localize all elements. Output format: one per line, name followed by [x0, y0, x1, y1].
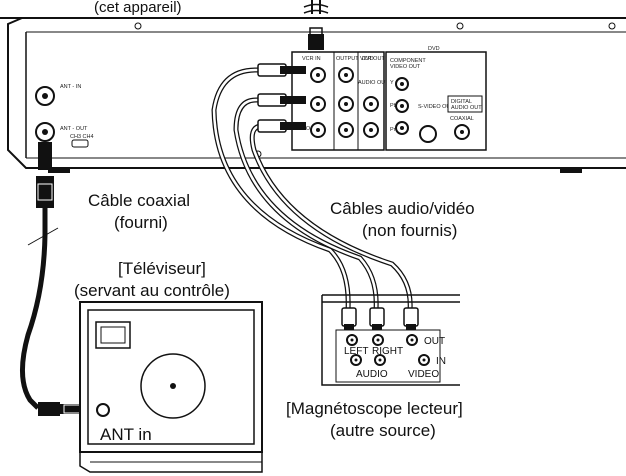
comp-pr-label: Pr	[390, 127, 396, 133]
comp-pb-label: Pb	[390, 103, 397, 109]
power-cord	[303, 0, 329, 50]
vcr-label: [Magnétoscope lecteur]	[286, 399, 463, 418]
vcr-right-label: RIGHT	[372, 346, 403, 357]
ant-in-jack: ANT - IN	[35, 84, 81, 106]
digital-sub-label: AUDIO OUT	[451, 105, 482, 111]
top-caption: (cet appareil)	[94, 0, 182, 16]
tv-ant-jack	[96, 403, 110, 417]
rear-panel: VCR IN OUTPUT VCR OUT DVD AUDIO OUT L R …	[291, 46, 487, 151]
av-cables-label: Câbles audio/vidéo	[330, 199, 475, 218]
tv-sublabel: (servant au contrôle)	[74, 281, 230, 300]
vcr-left-label: LEFT	[344, 346, 368, 357]
vcr-out-label: OUTPUT VCR OUT	[336, 56, 385, 62]
vcr-out-label: OUT	[424, 336, 445, 347]
coax-cable-sublabel: (fourni)	[114, 213, 168, 232]
comp-y-label: Y	[390, 80, 394, 86]
vcr-audio-label: AUDIO	[356, 369, 388, 380]
ant-in-label: ANT in	[100, 425, 152, 444]
ch-switch-label: CH3 CH4	[70, 134, 94, 140]
digital-label: DIGITAL	[451, 99, 472, 105]
ant-out-panel-label: ANT - OUT	[60, 126, 88, 132]
vcr-in-label: IN	[436, 356, 446, 367]
coax-cable-label: Câble coaxial	[88, 191, 190, 210]
av-cables-sublabel: (non fournis)	[362, 221, 457, 240]
svideo-jack	[419, 125, 437, 143]
vcr-video-label: VIDEO	[408, 369, 439, 380]
ant-out-jack: ANT - OUT CH3 CH4	[35, 122, 94, 148]
component-label: COMPONENT	[390, 58, 426, 64]
audio-out-label: AUDIO OUT	[358, 80, 389, 86]
coax-cable	[19, 142, 88, 416]
dvd-label: DVD	[362, 56, 374, 62]
coaxial-label: COAXIAL	[450, 116, 474, 122]
tv-label: [Téléviseur]	[118, 259, 206, 278]
av-cables	[211, 63, 419, 334]
vcr-sublabel: (autre source)	[330, 421, 436, 440]
dvd-top-label: DVD	[428, 46, 440, 52]
component-sub-label: VIDEO OUT	[390, 64, 421, 70]
tv-unit	[79, 301, 263, 473]
ant-in-panel-label: ANT - IN	[60, 84, 81, 90]
svideo-label: S-VIDEO OUT	[418, 104, 454, 110]
vcr-in-label: VCR IN	[302, 56, 321, 62]
rca-jacks	[310, 67, 379, 138]
vcr-unit: LEFT RIGHT AUDIO VIDEO OUT IN	[321, 294, 460, 386]
